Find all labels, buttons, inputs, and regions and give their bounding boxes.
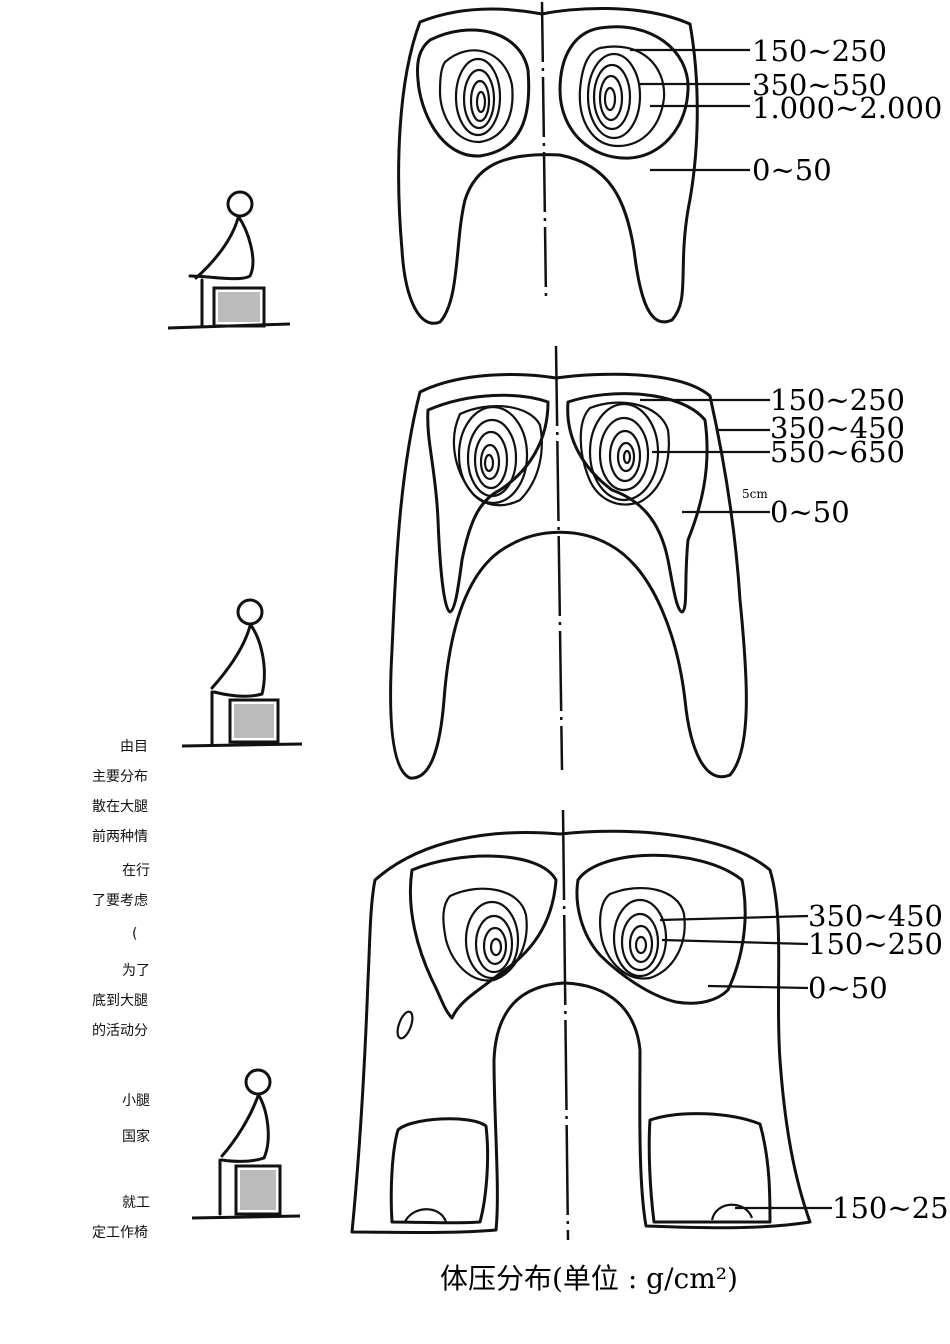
- panel3-label-2: 0~50: [808, 971, 888, 1005]
- diagram-caption: 体压分布(单位 : g/cm²): [440, 1262, 738, 1295]
- side-text-line: 就工: [122, 1195, 150, 1211]
- side-text-line: 底到大腿: [92, 993, 148, 1009]
- panel3-label-1: 150~250: [808, 927, 943, 961]
- panel1-label-2: 1.000~2.000: [752, 91, 942, 125]
- seated-figure-icon: [181, 598, 303, 748]
- side-text-line: 由目: [120, 739, 148, 755]
- side-text-line: 在行: [122, 863, 150, 879]
- panel-2: 150~250 350~450 550~650 0~50 5cm: [181, 345, 905, 780]
- contour-outline-0-50: [350, 829, 812, 1234]
- panel1-label-0: 150~250: [752, 34, 887, 68]
- panel3-label-0: 350~450: [808, 899, 943, 933]
- side-text-line: 小腿: [122, 1093, 150, 1109]
- side-text-line: 散在大腿: [92, 799, 148, 815]
- side-text-line: 为了: [122, 963, 150, 979]
- panel1-label-1: 350~550: [752, 68, 887, 102]
- panel2-label-1: 350~450: [770, 411, 905, 445]
- side-text-line: (: [132, 926, 138, 942]
- panel-3: 350~450 150~250 0~50 150~250: [191, 809, 950, 1241]
- contour-outline-0-50: [389, 372, 748, 780]
- panel2-label-2: 550~650: [770, 435, 905, 469]
- scale-label: 5cm: [742, 487, 768, 501]
- panel3-label-3: 150~250: [832, 1191, 950, 1225]
- panel2-label-0: 150~250: [770, 383, 905, 417]
- side-text-line: 国家: [122, 1129, 150, 1145]
- seated-figure-icon: [191, 1068, 301, 1220]
- panel2-label-3: 0~50: [770, 495, 850, 529]
- side-text-line: 前两种情: [92, 829, 148, 845]
- panel1-label-3: 0~50: [752, 153, 832, 187]
- panel-1: 150~250 350~550 1.000~2.000 0~50: [167, 1, 942, 330]
- side-text-line: 的活动分: [92, 1023, 148, 1039]
- side-text-line: 定工作椅: [92, 1225, 148, 1241]
- side-text-line: 主要分布: [92, 769, 148, 785]
- contour-outline-0-50: [397, 6, 699, 325]
- side-text-line: 了要考虑: [92, 893, 148, 909]
- seated-figure-icon: [167, 190, 291, 330]
